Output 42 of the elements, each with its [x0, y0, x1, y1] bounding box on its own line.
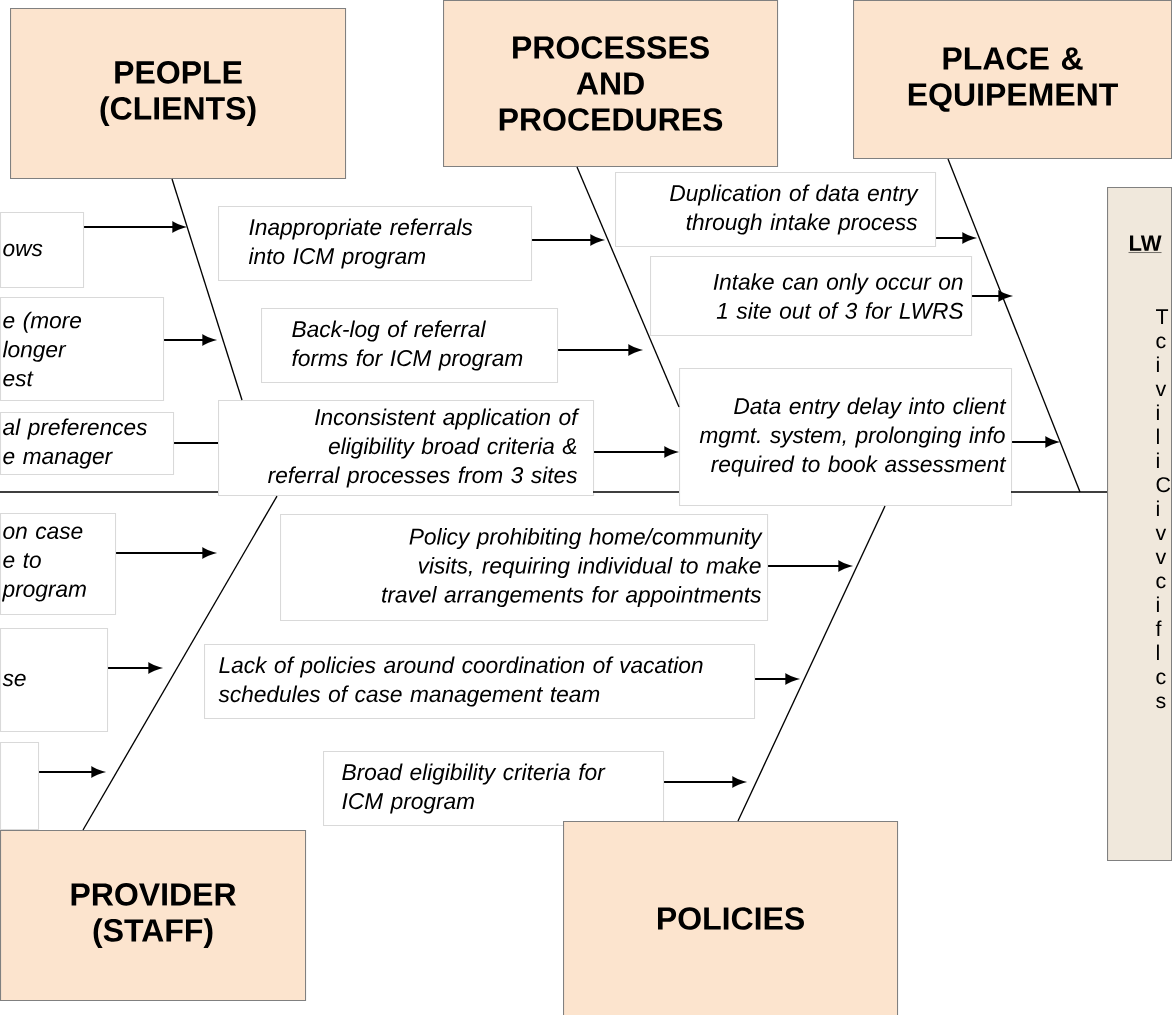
arrow — [1011, 436, 1058, 448]
category-box: PROVIDER (STAFF) — [0, 830, 307, 1002]
spine-line — [0, 491, 1108, 493]
cause-box: Inappropriate referrals into ICM program — [218, 206, 533, 282]
arrow — [531, 234, 603, 246]
cause-box: Data entry delay into client mgmt. system, prolonging info required to book assessment — [679, 368, 1013, 507]
cause-box: se — [0, 628, 109, 733]
arrow — [38, 766, 104, 778]
bone-line — [947, 158, 1081, 493]
bone-line — [576, 166, 680, 408]
arrow — [83, 221, 185, 233]
cause-box: Policy prohibiting home/community visits, requiring individual to make travel arrangements for appointments — [280, 514, 769, 622]
category-box: PROCESSES AND PROCEDURES — [443, 0, 779, 168]
arrow — [115, 547, 215, 559]
category-box: POLICIES — [563, 821, 899, 1015]
empty-box — [0, 742, 40, 831]
cause-box: Inconsistent application of eligibility broad criteria & referral processes from 3 sites — [218, 400, 595, 497]
arrow — [663, 776, 745, 788]
bone-line — [82, 495, 278, 831]
category-box: PEOPLE (CLIENTS) — [10, 8, 347, 180]
cause-box: Intake can only occur on 1 site out of 3 for LWRS — [650, 256, 973, 337]
cause-box: al preferences e manager — [0, 412, 175, 476]
effect-box: LW T c i v i l i C i v v c i f l c s — [1107, 187, 1172, 862]
arrow — [163, 334, 215, 346]
arrow — [935, 232, 975, 244]
cause-box: Back-log of referral forms for ICM program — [261, 308, 559, 384]
connector-line — [173, 442, 219, 444]
bone-line — [737, 505, 886, 822]
cause-box: e (more longer est — [0, 297, 165, 402]
cause-box: Lack of policies around coordination of vacation schedules of case management team — [204, 644, 756, 720]
arrow — [593, 446, 677, 458]
cause-box: ows — [0, 212, 85, 289]
cause-box: on case e to program — [0, 513, 117, 616]
arrow — [971, 290, 1011, 302]
arrow — [107, 662, 161, 674]
bone-line — [171, 178, 243, 401]
cause-box: Broad eligibility criteria for ICM program — [323, 751, 665, 827]
arrow — [754, 673, 798, 685]
arrow — [557, 344, 641, 356]
cause-box: Duplication of data entry through intake process — [615, 172, 937, 248]
arrow — [767, 560, 851, 572]
category-box: PLACE & EQUIPEMENT — [853, 0, 1172, 160]
